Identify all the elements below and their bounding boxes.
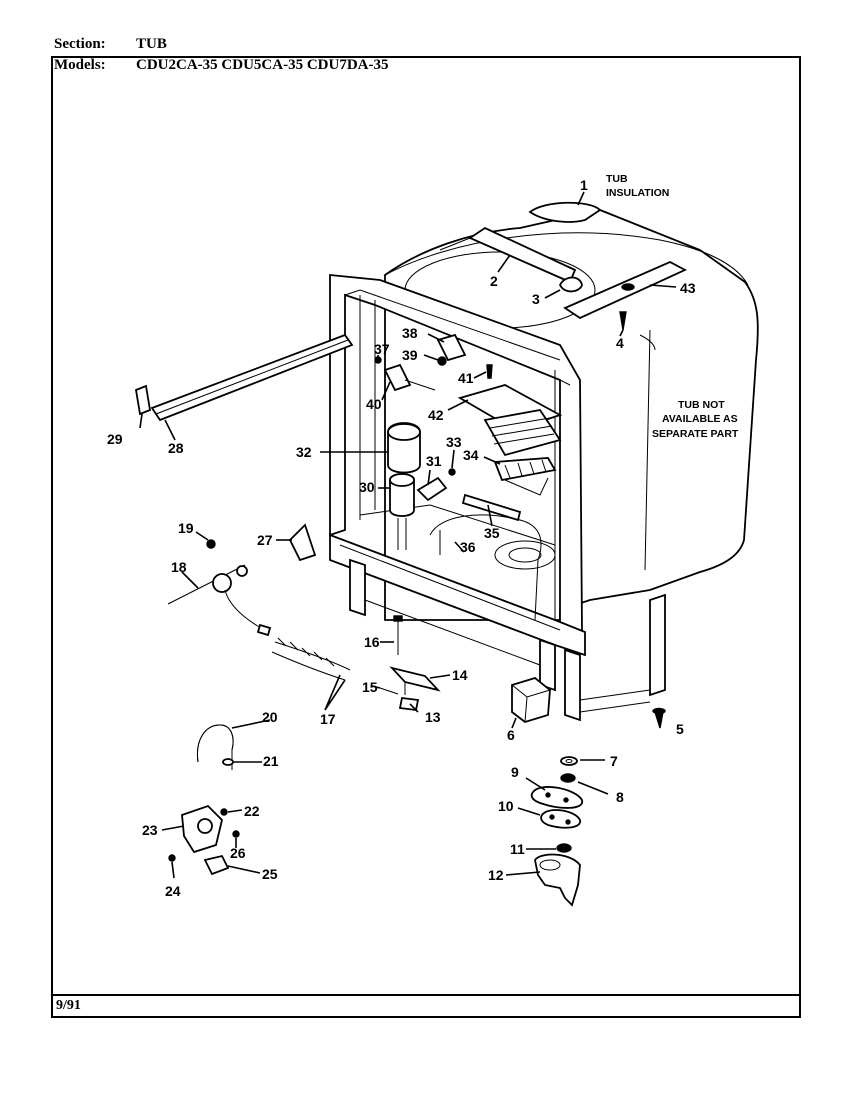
callout-10: 10: [498, 798, 514, 814]
part-36-element: [429, 514, 542, 621]
callout-25: 25: [262, 866, 278, 882]
part-4-screw: [619, 311, 627, 331]
callout-23: 23: [142, 822, 158, 838]
section-value: TUB: [136, 36, 167, 52]
note-tub-insulation-2: INSULATION: [606, 187, 669, 199]
part-3-clip: [558, 276, 583, 293]
part-24-screw: [168, 854, 176, 862]
callout-3: 3: [532, 291, 540, 307]
part-2-strap: [468, 226, 577, 284]
callout-19: 19: [178, 520, 194, 536]
callout-16: 16: [364, 634, 380, 650]
callout-24: 24: [165, 883, 181, 899]
callout-1: 1: [580, 177, 588, 193]
callout-43: 43: [680, 280, 696, 296]
part-40-switch: [383, 363, 412, 392]
callout-13: 13: [425, 709, 441, 725]
part-39-screw: [437, 356, 447, 366]
callout-30: 30: [359, 479, 375, 495]
note-tub-not-3: SEPARATE PART: [652, 428, 739, 440]
part-31-bracket: [416, 476, 448, 502]
part-18-latch-rod: [167, 564, 246, 605]
part-25-block: [203, 854, 230, 876]
callout-numbers: 1 2 3 4 5 6 7 8 9 10 11 12 13 14 15 16 1…: [107, 177, 696, 899]
callout-8: 8: [616, 789, 624, 805]
part-6-box: [511, 677, 551, 723]
callout-42: 42: [428, 407, 444, 423]
part-1-insulation: [528, 201, 602, 223]
callout-2: 2: [490, 273, 498, 289]
leader-lines: [139, 191, 677, 879]
part-41-screw: [486, 364, 493, 379]
part-14-bracket: [389, 666, 441, 692]
callout-41: 41: [458, 370, 474, 386]
callout-11: 11: [510, 841, 525, 857]
callout-5: 5: [676, 721, 684, 737]
part-11-nut: [556, 843, 572, 853]
part-17-spring-a: [274, 641, 351, 671]
part-9-plate: [530, 786, 583, 809]
callout-31: 31: [426, 453, 442, 469]
callout-27: 27: [257, 532, 273, 548]
callout-21: 21: [263, 753, 279, 769]
callout-17: 17: [320, 711, 336, 727]
part-19-screw: [206, 539, 216, 549]
section-label: Section:: [54, 36, 106, 52]
callout-35: 35: [484, 525, 500, 541]
callout-20: 20: [262, 709, 278, 725]
part-21-clamp: [222, 758, 234, 766]
callout-36: 36: [460, 539, 476, 555]
part-8-washer: [560, 773, 576, 783]
callout-12: 12: [488, 867, 504, 883]
part-26-screw: [232, 830, 240, 838]
part-22-screw: [220, 808, 228, 816]
callout-39: 39: [402, 347, 418, 363]
callout-4: 4: [616, 335, 624, 351]
section-header: Section: TUB: [54, 36, 167, 53]
part-7-washer: [560, 756, 578, 766]
part-5-leveler: [654, 711, 664, 729]
note-tub-not-1: TUB NOT: [678, 399, 725, 411]
callout-18: 18: [171, 559, 187, 575]
note-tub-not-2: AVAILABLE AS: [662, 413, 738, 425]
part-17-spring-b: [271, 651, 346, 681]
internal-parts: [374, 201, 688, 621]
part-33-screw: [448, 468, 456, 476]
callout-32: 32: [296, 444, 312, 460]
callout-15: 15: [362, 679, 378, 695]
callout-6: 6: [507, 727, 515, 743]
callout-38: 38: [402, 325, 418, 341]
part-29-end-cap: [134, 384, 152, 416]
callout-37: 37: [374, 341, 390, 357]
callout-14: 14: [452, 667, 468, 683]
callout-29: 29: [107, 431, 123, 447]
part-15-pin: [379, 687, 399, 695]
notes: TUB INSULATION TUB NOT AVAILABLE AS SEPA…: [606, 173, 739, 440]
part-38-clip: [436, 333, 467, 362]
callout-33: 33: [446, 434, 462, 450]
exploded-parts: [134, 333, 666, 907]
callout-9: 9: [511, 764, 519, 780]
callout-34: 34: [463, 447, 479, 463]
note-tub-insulation-1: TUB: [606, 173, 628, 185]
part-18-latch-knob: [212, 573, 232, 593]
date-code: 9/91: [56, 998, 81, 1013]
part-10-plate: [540, 809, 581, 829]
callout-26: 26: [230, 845, 246, 861]
callout-22: 22: [244, 803, 260, 819]
tub-drawing: [329, 209, 759, 722]
part-27-bracket: [288, 523, 317, 562]
callout-28: 28: [168, 440, 184, 456]
part-34-rack: [493, 457, 557, 482]
callout-7: 7: [610, 753, 618, 769]
diagram-frame: [51, 56, 801, 1018]
models-header: Models: CDU2CA-35 CDU5CA-35 CDU7DA-35: [54, 57, 388, 74]
models-label: Models:: [54, 57, 106, 73]
callout-40: 40: [366, 396, 382, 412]
models-value: CDU2CA-35 CDU5CA-35 CDU7DA-35: [136, 57, 389, 73]
footer-rule: [51, 994, 801, 996]
part-12-foot: [534, 853, 581, 907]
